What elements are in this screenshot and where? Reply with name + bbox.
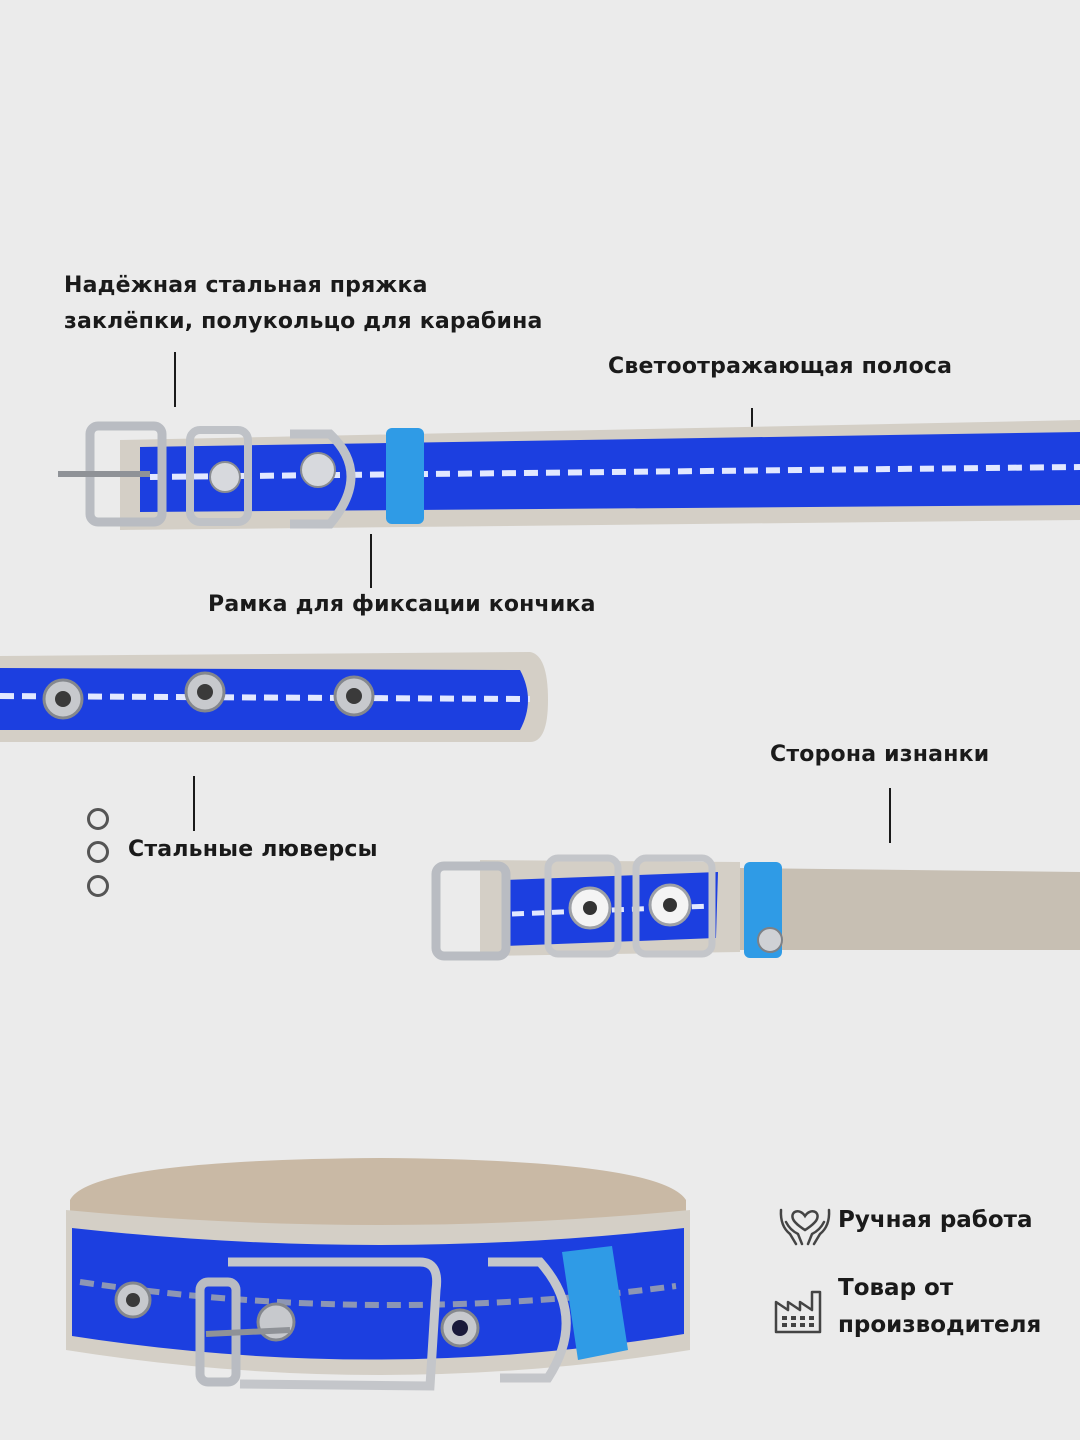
frame-label: Рамка для фиксации кончика xyxy=(208,592,596,617)
handmade-hands-heart-icon xyxy=(779,1208,831,1246)
reflective-stripe-label: Светоотражающая полоса xyxy=(608,354,953,379)
manufacturer-feature-text-line2: производителя xyxy=(838,1312,1042,1338)
frame-pointer-line xyxy=(370,534,372,588)
grommet-ring-icon xyxy=(87,875,109,897)
factory-icon xyxy=(774,1290,822,1334)
grommets-label: Стальные люверсы xyxy=(128,837,378,862)
buckle-label-line1: Надёжная стальная пряжка xyxy=(64,273,428,298)
manufacturer-feature-text-line1: Товар от xyxy=(838,1275,954,1301)
buckle-label-line2: заклёпки, полукольцо для карабина xyxy=(64,309,543,334)
grommet-ring-icon xyxy=(87,841,109,863)
grommets-pointer-line xyxy=(193,776,195,831)
back-side-pointer-line xyxy=(889,788,891,843)
back-side-label: Сторона изнанки xyxy=(770,742,990,767)
handmade-feature-text: Ручная работа xyxy=(838,1207,1033,1233)
grommet-ring-icon xyxy=(87,808,109,830)
buckle-pointer-line xyxy=(174,352,176,407)
